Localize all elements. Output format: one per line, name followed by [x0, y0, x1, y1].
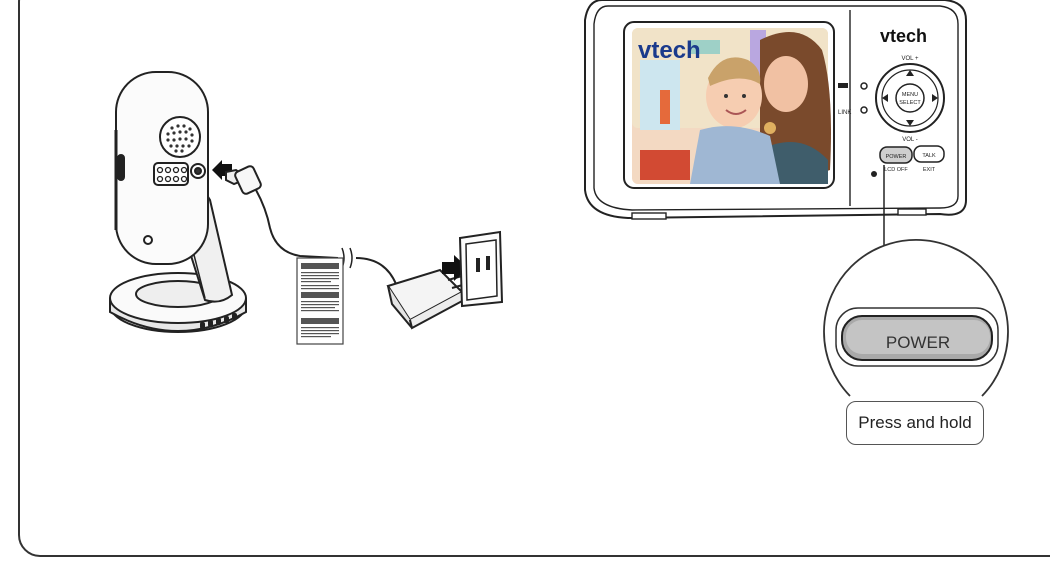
exit-label: EXIT	[923, 167, 936, 173]
baby-camera-icon	[110, 72, 246, 332]
lcd-off-label: LCD OFF	[884, 167, 908, 173]
link-label: LINK	[838, 110, 851, 116]
power-callout	[824, 240, 1008, 396]
talk-button-label: TALK	[922, 153, 936, 159]
callout-power-label: POWER	[886, 333, 950, 352]
parent-monitor-icon: vtech LINK vtech MENU SELECT VOL + VOL -…	[585, 0, 966, 219]
nav-pad[interactable]	[876, 64, 944, 132]
vol-up-label: VOL +	[902, 56, 919, 62]
vol-down-label: VOL -	[902, 137, 917, 143]
select-label: SELECT	[899, 100, 921, 106]
screen-logo: vtech	[638, 37, 701, 64]
monitor-brand: vtech	[880, 26, 927, 46]
menu-label: MENU	[902, 92, 918, 98]
power-button-label: POWER	[886, 154, 907, 160]
press-and-hold-label: Press and hold	[846, 401, 984, 445]
wall-outlet-icon	[460, 232, 502, 306]
warning-tag-icon	[297, 258, 343, 344]
